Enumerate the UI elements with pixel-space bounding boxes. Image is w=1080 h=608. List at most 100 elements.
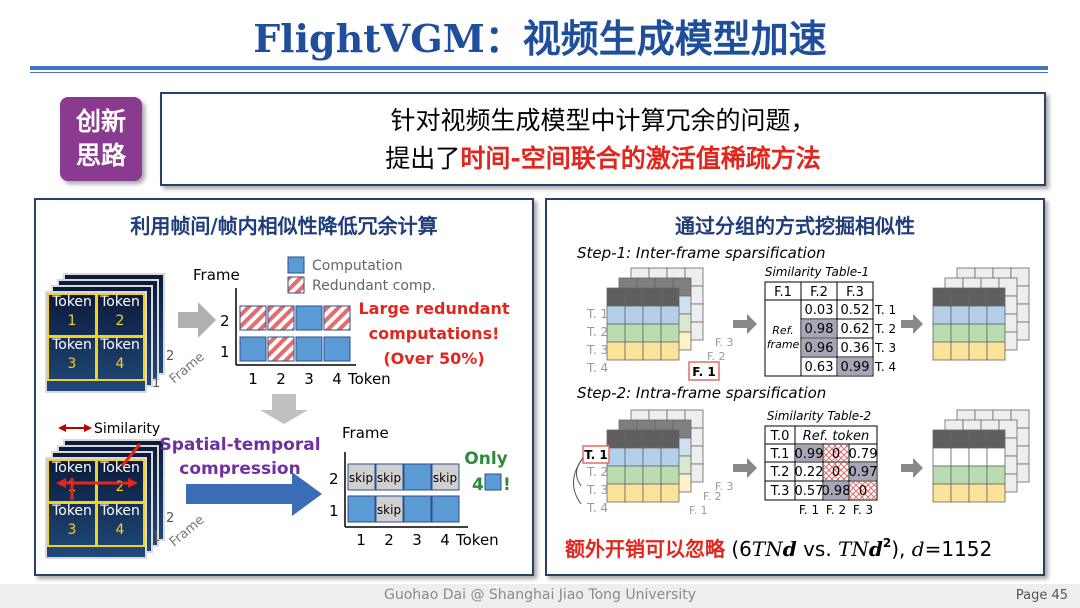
row-label-1: 1 [329, 502, 339, 520]
slide-title: FlightVGM：视频生成模型加速 [253, 16, 827, 61]
f-label: F. 3 [715, 480, 734, 493]
table2-cell: 0 [832, 465, 840, 480]
compressed-chart: Frame 2 1 skip skip skip skip 1 2 3 4 To… [329, 424, 499, 549]
overhead-dvar: d [912, 537, 925, 561]
t-label: T. 4 [586, 361, 608, 375]
legend: Computation Redundant comp. [287, 256, 436, 294]
table1-cell: 0.99 [841, 360, 870, 375]
overhead-eq: =1152 [925, 537, 993, 561]
only-exclaim: ! [503, 475, 511, 495]
t-label: T. 3 [586, 343, 608, 357]
table1-cell: 0.36 [841, 341, 870, 356]
token-number: 3 [68, 356, 77, 372]
token-label: Token [99, 337, 140, 353]
table2-cell: 0.98 [822, 484, 851, 499]
token-label: Token [51, 337, 92, 353]
legend-computation: Computation [312, 258, 403, 274]
skip-label: skip [377, 471, 401, 485]
frame-num-2: 2 [166, 511, 174, 526]
x-tick: 4 [332, 370, 342, 388]
similarity-indicator: Similarity [58, 421, 160, 437]
f1-ref-label: F. 1 [692, 365, 716, 379]
t-label: T. 2 [586, 465, 608, 479]
right-panel: 通过分组的方式挖掘相似性 Step-1: Inter-frame sparsif… [545, 198, 1045, 576]
right-panel-figure: Step-1: Inter-frame sparsification T. 1 … [565, 244, 1030, 561]
table2-cell: 0.99 [795, 447, 824, 462]
table1-header: F.3 [846, 285, 864, 300]
table2-title: Similarity Table-2 [767, 409, 871, 423]
legend-redundant: Redundant comp. [312, 278, 436, 294]
footer-text: Guohao Dai @ Shanghai Jiao Tong Universi… [384, 587, 696, 603]
chart-xlabel: Token [347, 370, 391, 388]
f-label: F. 3 [715, 336, 734, 349]
token-number: 2 [116, 479, 125, 495]
table2-col-label: F. 1 [799, 503, 819, 517]
arrow-right-icon [733, 314, 757, 334]
table2-col-label: F. 3 [853, 503, 873, 517]
skip-label: skip [433, 471, 457, 485]
badge-line2: 思路 [75, 141, 126, 170]
overhead-sup: 2 [883, 536, 891, 550]
table1-cell: 0.62 [841, 322, 870, 337]
redundant-text-1: Large redundant [358, 299, 509, 318]
token-number: 4 [116, 356, 125, 372]
table2-cell: 0.79 [849, 447, 878, 462]
cube-step2-input: T. 1 T. 2 T. 3 T. 4 F. 3 F. 2 F. 1 [573, 409, 734, 517]
footer: Guohao Dai @ Shanghai Jiao Tong Universi… [0, 584, 1080, 608]
overhead-d: d [783, 537, 797, 561]
idea-line2: 提出了时间-空间联合的激活值稀疏方法 [162, 140, 1044, 178]
token-number: 2 [116, 313, 125, 329]
compression-label-1: Spatial-temporal [159, 435, 320, 455]
step1-label: Step-1: Inter-frame sparsification [577, 244, 826, 262]
t-label: T. 1 [586, 307, 608, 321]
x-tick: 1 [356, 531, 366, 549]
token-number: 1 [68, 313, 77, 329]
token-label: Token [51, 460, 92, 476]
row-label-1: 1 [220, 343, 230, 361]
similarity-table-2: Similarity Table-2 T.0 Ref. token T.1 T.… [764, 409, 878, 517]
left-panel: 利用帧间/帧内相似性降低冗余计算 Token 1 Token 2 [34, 198, 534, 576]
overhead-open: (6 [725, 537, 752, 561]
table2-cell: 0.22 [795, 465, 824, 480]
ref-frame-label: Ref. [772, 324, 794, 337]
computation-square-icon [484, 473, 502, 491]
table1-cell: 0.98 [805, 322, 834, 337]
f-label: F. 1 [689, 504, 708, 517]
chart-xlabel: Token [455, 531, 499, 549]
table1-header: F.1 [774, 285, 792, 300]
x-tick: 3 [304, 370, 314, 388]
frame-num-2: 2 [166, 349, 174, 364]
row-label-2: 2 [329, 470, 339, 488]
ref-frame-label: frame [767, 338, 800, 351]
compression-label-2: compression [179, 459, 300, 479]
t-label: T. 1 [584, 448, 607, 462]
badge-line1: 创新 [75, 107, 126, 136]
left-panel-figure: Token 1 Token 2 Token 3 Token 4 1 2 Fram… [45, 256, 511, 559]
x-tick: 2 [384, 531, 394, 549]
table1-cell: 0.52 [841, 303, 870, 318]
idea-highlight: 时间-空间联合的激活值稀疏方法 [460, 144, 821, 173]
table2-cell: 0 [859, 484, 867, 499]
token-number: 4 [116, 522, 125, 538]
redundant-text-2: computations! [369, 324, 500, 343]
f-label: F. 2 [703, 490, 722, 503]
frame-num-1: 1 [152, 530, 160, 545]
cube-step1-output [932, 267, 1030, 361]
table1-title: Similarity Table-1 [765, 265, 869, 279]
page-number: Page 45 [1015, 588, 1068, 603]
frame-num-1: 1 [152, 376, 160, 391]
title-rule-thin [30, 72, 1048, 73]
table2-row-label: T.1 [770, 447, 790, 462]
skip-label: skip [349, 471, 373, 485]
skip-label: skip [377, 503, 401, 517]
step2-label: Step-2: Intra-frame sparsification [577, 384, 826, 402]
similarity-label: Similarity [94, 421, 160, 437]
x-tick: 2 [276, 370, 286, 388]
row-label-2: 2 [220, 312, 230, 330]
table1-row-label: T. 3 [874, 341, 896, 355]
table2-cell: 0.57 [795, 484, 824, 499]
table1-row-label: T. 4 [874, 360, 896, 374]
arrow-right-icon [178, 302, 216, 338]
overhead-label: 额外开销可以忽略 [565, 537, 726, 561]
cube-step2-output [932, 409, 1030, 503]
